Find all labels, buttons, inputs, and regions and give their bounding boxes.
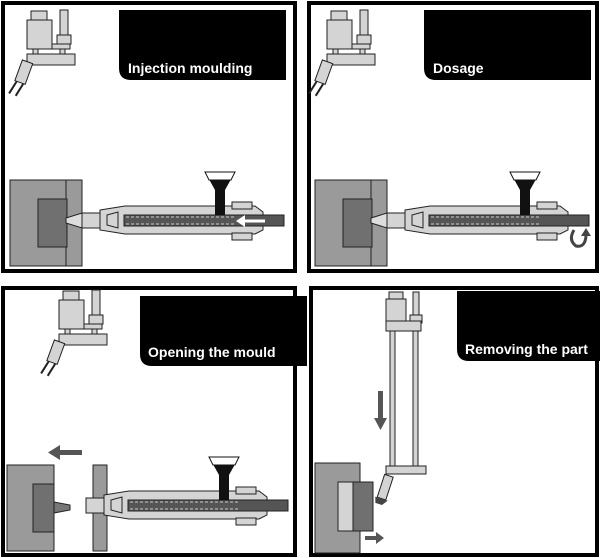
panel-label: Dosage [433,60,484,76]
panel-label: Removing the part [465,341,588,357]
robot-icon [375,291,427,506]
left-arrow-icon [48,445,82,460]
down-arrow-icon [374,391,387,430]
panel-label: Injection moulding [128,60,252,76]
panel-opening-the-mould: Opening the mould [1,286,307,557]
panel-removing-the-part: Removing the part [309,286,600,557]
mould-icon [9,179,83,267]
mould-icon [314,179,388,267]
panel-injection-moulding: Injection moulding [1,1,297,273]
panel-dosage: Dosage [307,1,599,273]
right-arrow-icon [365,532,384,544]
panel-label: Opening the mould [148,344,276,360]
mould-icon [314,462,374,554]
rotation-arrow-icon [569,228,591,248]
left-arrow-icon [236,215,265,227]
